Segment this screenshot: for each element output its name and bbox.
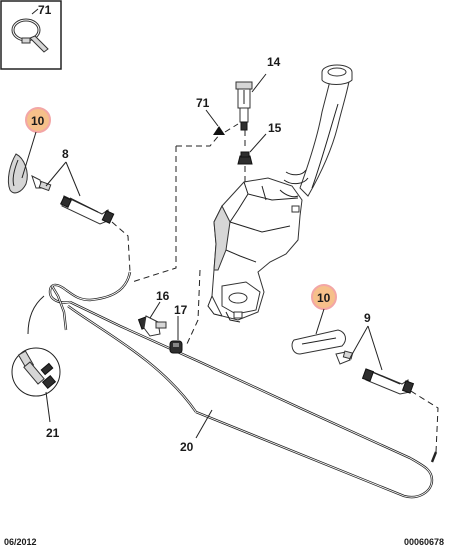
hose-clamp-icon [11, 18, 49, 53]
footer-date: 06/2012 [4, 537, 37, 547]
sensor-seal [169, 340, 183, 354]
clamp-inset: 71 [0, 0, 62, 70]
leader-71-mid [205, 109, 219, 127]
leader-10-left [21, 131, 37, 179]
leader-8-b [65, 161, 81, 197]
leader-16 [149, 301, 161, 319]
callout-9: 9 [364, 311, 371, 325]
pump-grommet [237, 151, 253, 165]
callout-21: 21 [46, 426, 60, 440]
leader-9-b [367, 325, 383, 371]
right-washer-jet [335, 350, 415, 395]
leader-15 [249, 133, 267, 153]
leader-71-box [31, 8, 39, 15]
arrow-marker-icon [213, 126, 225, 135]
dash-right-jet [405, 387, 439, 453]
callout-14: 14 [267, 55, 281, 69]
leader-10-right [315, 308, 325, 335]
filler-cap [321, 64, 353, 85]
callout-10-left: 10 [31, 114, 45, 128]
callout-15: 15 [268, 121, 282, 135]
leader-21 [45, 391, 51, 423]
leader-14 [251, 73, 267, 93]
level-sensor [137, 315, 167, 337]
right-headlamp-cover [291, 329, 346, 355]
leader-9-a [349, 325, 369, 359]
leader-8-a [45, 161, 67, 187]
callout-17: 17 [174, 303, 188, 317]
filler-neck [299, 71, 351, 197]
washer-pump [235, 81, 253, 131]
highlight-10-left [25, 107, 51, 133]
footer-ref: 00060678 [404, 537, 444, 547]
y-connector-icon [17, 350, 57, 389]
inset-frame [0, 0, 62, 70]
dash-left-jet [111, 221, 131, 273]
leader-20 [195, 409, 213, 439]
callout-16: 16 [156, 289, 170, 303]
left-washer-jet [31, 175, 115, 225]
callout-20: 20 [180, 440, 194, 454]
dash-pump-route [131, 146, 177, 283]
callout-71-box: 71 [38, 3, 52, 17]
callout-8: 8 [62, 147, 69, 161]
left-headlamp-cover [7, 153, 28, 194]
washer-hose [48, 271, 438, 499]
washer-reservoir [207, 64, 353, 323]
callout-10-right: 10 [317, 291, 331, 305]
callout-71-mid: 71 [196, 96, 210, 110]
